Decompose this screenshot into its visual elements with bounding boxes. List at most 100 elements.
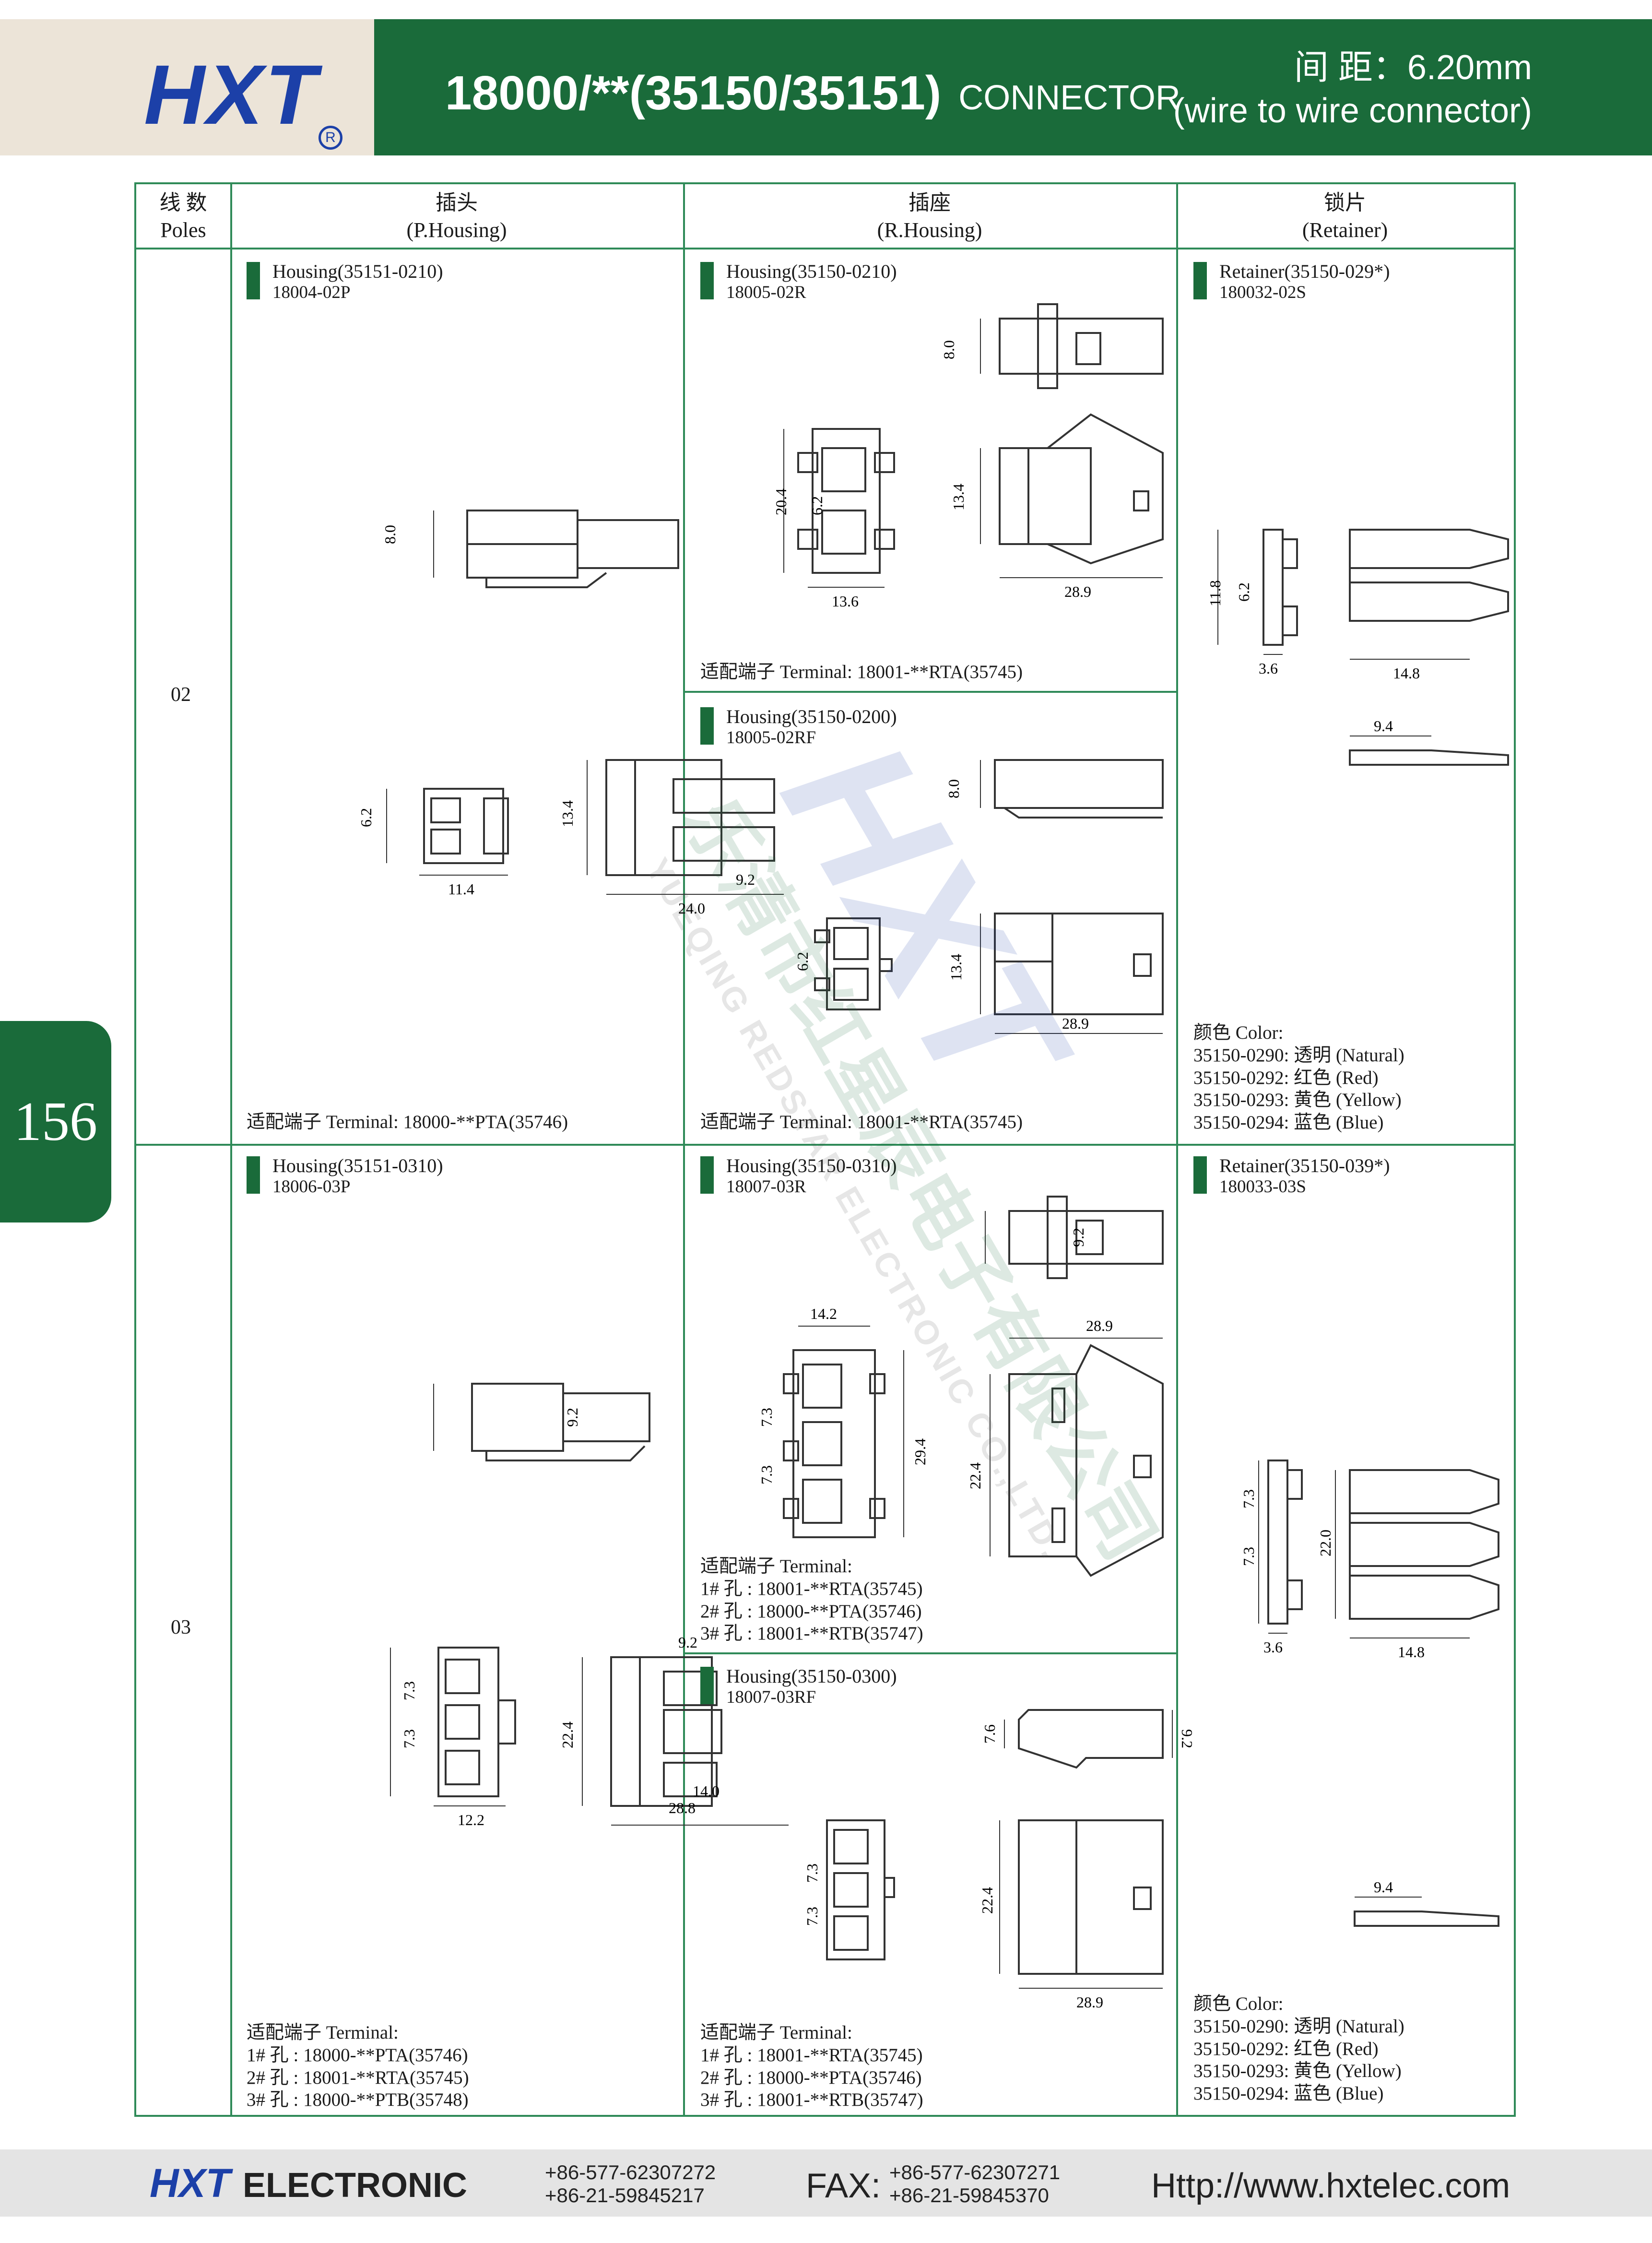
r-housing-03-drawing: 9.2 14.2 7.3 7.3 29.4 28.9 22.4 <box>758 1196 1164 1577</box>
header-r-housing-en: (R.Housing) <box>877 218 982 242</box>
footer-logo: HXT <box>150 2160 230 2206</box>
title-marker <box>700 1156 714 1194</box>
page-header: HXT R 18000/**(35150/35151) CONNECTOR 间 距… <box>0 19 1652 155</box>
dim-label: 7.3 <box>401 1729 418 1748</box>
retainer-03-colors: 颜色 Color: 35150-0290: 透明 (Natural) 35150… <box>1193 1993 1404 2105</box>
part-title: Retainer(35150-039*) <box>1219 1155 1390 1176</box>
terminal-heading: 适配端子 Terminal: <box>247 2022 399 2043</box>
color-item: 35150-0290: 透明 (Natural) <box>1193 1044 1404 1066</box>
part-title: Housing(35151-0310) <box>272 1155 443 1176</box>
dim-label: 7.3 <box>401 1681 418 1700</box>
part-code: 18004-02P <box>272 283 351 302</box>
dim-label: 28.9 <box>1064 583 1091 600</box>
color-item: 35150-0294: 蓝色 (Blue) <box>1193 1112 1384 1133</box>
color-item: 35150-0292: 红色 (Red) <box>1193 2038 1379 2059</box>
p-housing-03-terminal: 适配端子 Terminal: 1# 孔 : 18000-**PTA(35746)… <box>247 2022 469 2112</box>
dim-label: 9.2 <box>736 871 755 888</box>
phone-number: +86-21-59845217 <box>545 2184 705 2207</box>
col-divider <box>683 184 685 2115</box>
terminal-item: 3# 孔 : 18001-**RTB(35747) <box>700 1623 923 1644</box>
dim-label: 28.9 <box>1062 1015 1089 1032</box>
terminal-heading: 适配端子 Terminal: <box>700 2022 852 2043</box>
dim-label: 9.2 <box>1179 1729 1196 1748</box>
dim-label: 8.0 <box>381 525 399 544</box>
page-number-tab: 156 <box>0 1021 111 1222</box>
title-marker <box>1193 262 1207 299</box>
header-retainer: 锁片 (Retainer) <box>1176 189 1514 244</box>
title-marker <box>247 262 260 299</box>
color-item: 35150-0290: 透明 (Natural) <box>1193 2016 1404 2037</box>
dim-label: 20.4 <box>772 488 790 515</box>
color-heading: 颜色 Color: <box>1193 1994 1284 2014</box>
header-retainer-cn: 锁片 <box>1324 191 1366 214</box>
part-code: 18007-03RF <box>726 1687 816 1707</box>
dim-label: 13.4 <box>950 484 967 510</box>
part-code: 18005-02R <box>726 283 806 302</box>
dim-label: 11.8 <box>1206 580 1224 606</box>
title-marker <box>700 262 714 299</box>
part-code: 18006-03P <box>272 1177 351 1197</box>
header-poles-en: Poles <box>160 218 206 242</box>
part-number: 18000/**(35150/35151) <box>445 66 942 120</box>
title-marker <box>700 1667 714 1704</box>
dim-label: 7.6 <box>981 1724 998 1744</box>
dim-label: 9.4 <box>1374 717 1393 735</box>
header-poles-cn: 线 数 <box>159 191 207 214</box>
header-p-housing: 插头 (P.Housing) <box>230 189 683 244</box>
title-marker <box>1193 1156 1207 1194</box>
part-title: Retainer(35150-029*) <box>1219 261 1390 282</box>
dim-label: 3.6 <box>1263 1638 1283 1656</box>
dim-label: 7.3 <box>758 1408 775 1427</box>
header-divider <box>136 248 1514 249</box>
dim-label: 14.8 <box>1393 665 1420 682</box>
r-housing-03rf-drawing: 7.6 9.2 7.3 7.3 22.4 28.9 <box>803 1709 1196 2011</box>
part-word: CONNECTOR <box>958 79 1180 117</box>
fax-number: +86-21-59845370 <box>889 2184 1049 2207</box>
row-divider <box>136 1144 1514 1146</box>
r-housing-02rf-terminal: 适配端子 Terminal: 18001-**RTA(35745) <box>700 1112 1023 1132</box>
header-retainer-en: (Retainer) <box>1302 218 1388 242</box>
part-title: Housing(35150-0300) <box>726 1665 897 1687</box>
dim-label: 6.2 <box>808 496 826 515</box>
dim-label: 13.6 <box>832 593 859 610</box>
col-divider <box>1176 184 1178 2115</box>
sub-row-divider <box>683 691 1176 693</box>
title-marker <box>700 707 714 745</box>
part-title: Housing(35150-0210) <box>726 261 897 282</box>
terminal-item: 1# 孔 : 18001-**RTA(35745) <box>700 2044 923 2065</box>
p-housing-03-drawing: 9.2 7.3 7.3 12.2 22.4 9.2 14.0 28.8 <box>390 1383 789 1828</box>
terminal-item: 1# 孔 : 18001-**RTA(35745) <box>700 1578 923 1599</box>
col-divider <box>230 184 232 2115</box>
p-housing-02-drawing: 8.0 6.2 11.4 13.4 9.2 24.0 <box>357 510 784 917</box>
pitch-spec: 间 距：6.20mm (wire to wire connector) <box>1173 46 1532 132</box>
part-title: Housing(35151-0210) <box>272 261 443 282</box>
part-code: 180032-02S <box>1219 283 1306 302</box>
dim-label: 13.4 <box>559 800 576 827</box>
dim-label: 8.0 <box>945 779 962 798</box>
dim-label: 12.2 <box>458 1811 484 1828</box>
brand-logo-panel: HXT R <box>0 19 374 155</box>
dim-label: 24.0 <box>678 900 705 917</box>
r-housing-02-drawing: 8.0 20.4 6.2 13.6 13.4 28.9 <box>772 303 1164 610</box>
terminal-item: 3# 孔 : 18000-**PTB(35748) <box>247 2089 469 2111</box>
r-housing-02-terminal: 适配端子 Terminal: 18001-**RTA(35745) <box>700 662 1023 682</box>
title-marker <box>247 1156 260 1194</box>
dim-label: 6.2 <box>357 808 375 827</box>
sub-row-divider <box>683 1652 1176 1654</box>
dim-label: 7.3 <box>803 1863 821 1883</box>
title-band: 18000/**(35150/35151) CONNECTOR 间 距：6.20m… <box>374 19 1652 155</box>
dim-label: 9.2 <box>678 1634 697 1651</box>
footer-fax: +86-577-62307271 +86-21-59845370 <box>889 2161 1060 2207</box>
terminal-item: 2# 孔 : 18000-**PTA(35746) <box>700 2067 922 2088</box>
pitch-value: 间 距：6.20mm <box>1294 48 1532 87</box>
terminal-item: 3# 孔 : 18001-**RTB(35747) <box>700 2089 923 2111</box>
dim-label: 22.4 <box>559 1721 576 1748</box>
dim-label: 22.4 <box>967 1462 984 1489</box>
website-link[interactable]: Http://www.hxtelec.com <box>1151 2167 1510 2205</box>
dim-label: 9.2 <box>1070 1228 1087 1247</box>
header-r-housing-cn: 插座 <box>909 191 951 214</box>
terminal-item: 2# 孔 : 18001-**RTA(35745) <box>247 2067 469 2088</box>
r-housing-02rf-drawing: 8.0 6.2 13.4 28.9 <box>794 759 1164 1034</box>
dim-label: 14.0 <box>693 1782 720 1800</box>
